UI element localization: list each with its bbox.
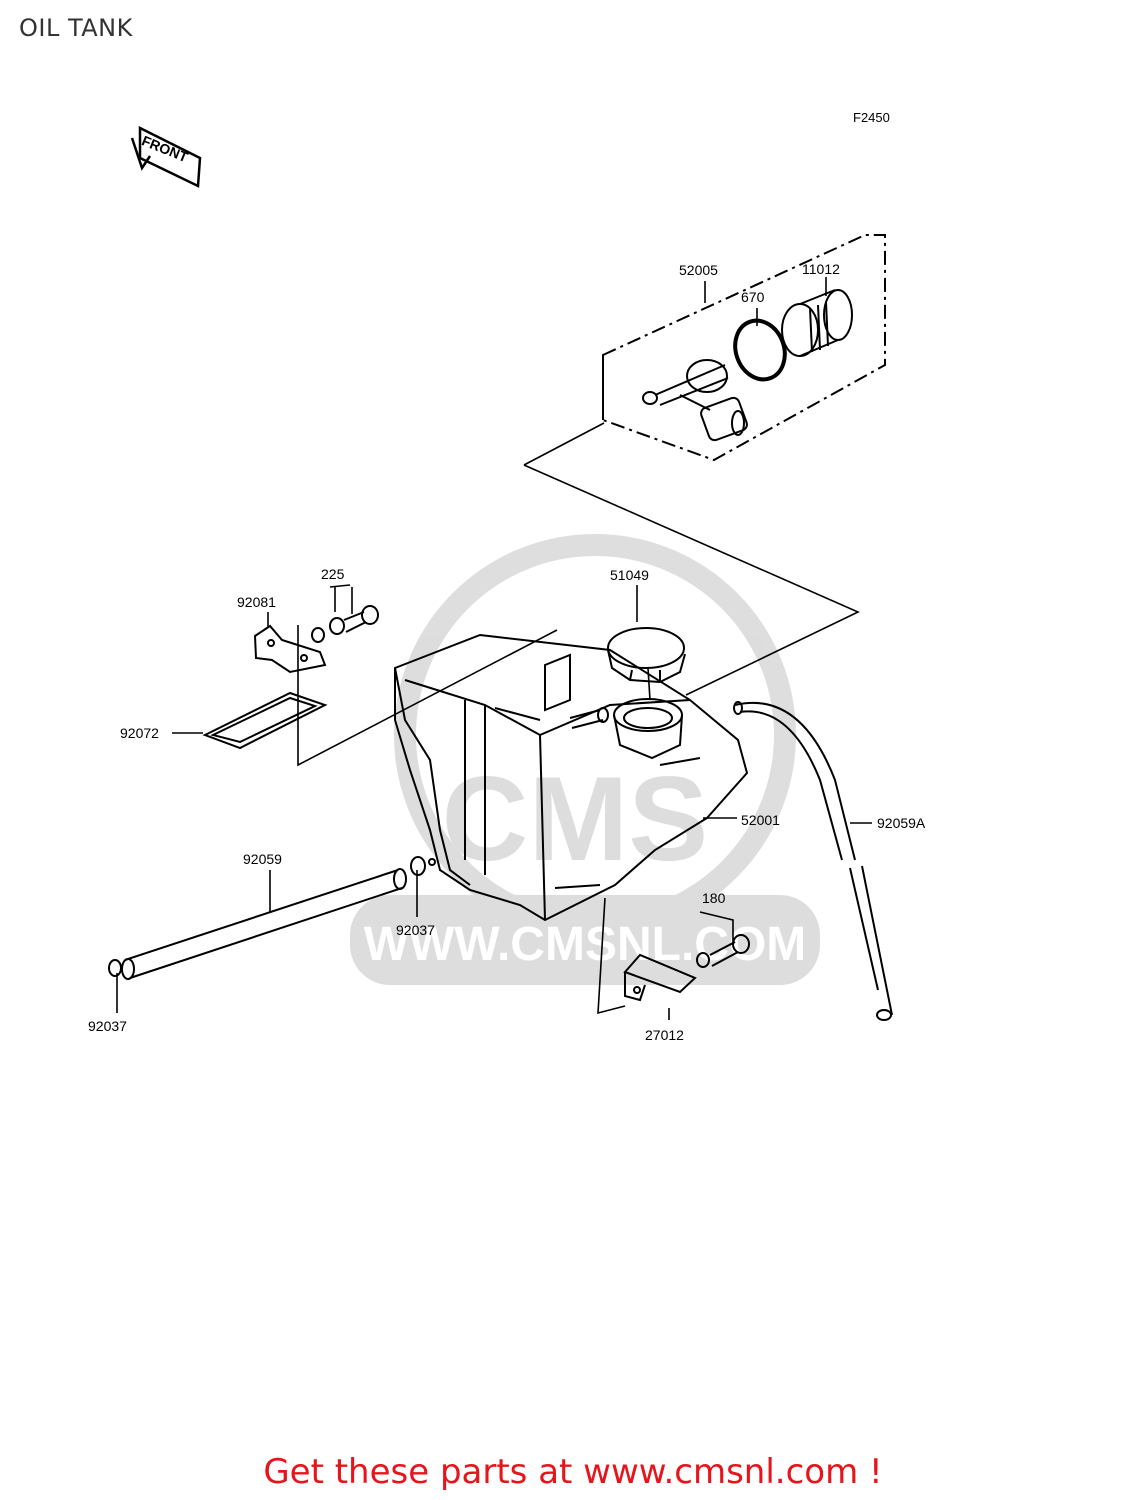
part-label-180[interactable]: 180: [702, 890, 726, 906]
front-arrow-icon: FRONT: [130, 125, 202, 188]
part-label-225[interactable]: 225: [321, 566, 345, 582]
leader-lines: [116, 277, 872, 1020]
part-label-11012[interactable]: 11012: [802, 261, 840, 277]
filler-neck-icon: [613, 698, 683, 760]
bracket-27012-icon: [623, 953, 697, 1002]
clamp-92037-icon: [108, 856, 436, 977]
bolt-180-icon: [696, 934, 750, 968]
hose-92059-icon: [121, 868, 407, 980]
watermark-logo-text: CMS: [442, 752, 709, 886]
bracket-92081-icon: [253, 624, 327, 674]
page-title: OIL TANK: [19, 14, 133, 42]
get-parts-link[interactable]: Get these parts at www.cmsnl.com !: [263, 1452, 883, 1492]
part-label-52005[interactable]: 52005: [679, 262, 718, 278]
cms-watermark: CMS WWW.CMSNL.COM: [350, 534, 820, 985]
part-label-92081[interactable]: 92081: [237, 594, 276, 610]
part-label-51049[interactable]: 51049: [610, 567, 649, 583]
diagram-code: F2450: [853, 110, 890, 125]
o-ring-670-icon: [733, 318, 787, 382]
hose-92059a-icon: [733, 701, 893, 1021]
breather-nipple-icon: [569, 707, 609, 729]
parts-diagram: CMS WWW.CMSNL.COM F2450 FRONT: [88, 110, 926, 1043]
bolt-225-icon: [311, 605, 379, 643]
part-label-92059a[interactable]: 92059A: [877, 815, 926, 831]
part-label-670[interactable]: 670: [741, 289, 765, 305]
level-gauge-icon: [642, 359, 748, 442]
part-label-92037-left[interactable]: 92037: [88, 1018, 127, 1034]
part-label-92037-mid[interactable]: 92037: [396, 922, 435, 938]
gasket-92072-icon: [202, 691, 328, 750]
part-label-27012[interactable]: 27012: [645, 1027, 684, 1043]
part-label-52001[interactable]: 52001: [741, 812, 780, 828]
part-label-92059[interactable]: 92059: [243, 851, 282, 867]
filler-cap-51049-icon: [607, 627, 686, 684]
cap-11012-icon: [781, 289, 853, 357]
cap-assembly-box: [602, 234, 886, 462]
part-label-92072[interactable]: 92072: [120, 725, 159, 741]
